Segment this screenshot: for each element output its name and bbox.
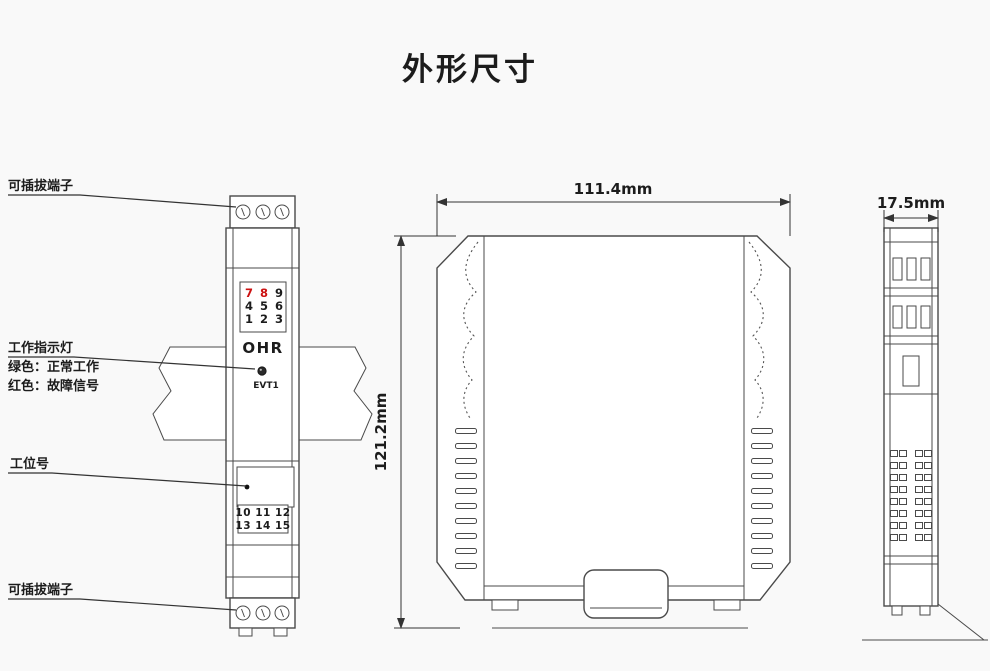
callout-leader-line [8, 598, 237, 611]
terminal-number: 1 [245, 312, 253, 326]
screw-terminal-icon [235, 204, 290, 220]
mount-foot [238, 627, 253, 637]
mount-foot [273, 627, 288, 637]
din-rail-wing-right [298, 346, 373, 441]
terminal-number: 2 [260, 312, 268, 326]
end-terminal-row-top [892, 257, 931, 281]
vent-grid-right [915, 450, 932, 544]
terminal-number: 6 [275, 299, 283, 313]
terminal-number: 3 [275, 312, 283, 326]
callout-bottom-terminal-label: 可插拔端子 [8, 582, 73, 598]
bottom-number-row: 13 14 15 [235, 520, 290, 532]
dim-depth-label: 17.5mm [877, 194, 945, 212]
indicator-label-line3: 红色：故障信号 [8, 378, 99, 394]
callout-leader-line [8, 356, 256, 370]
callout-leader-line [8, 194, 237, 208]
station-label: 工位号 [10, 456, 49, 472]
vent-slots-left [455, 428, 477, 573]
din-clip [583, 569, 669, 619]
led-indicator-icon [257, 366, 267, 376]
bottom-terminal-block [229, 597, 296, 637]
terminal-number: 4 [245, 299, 253, 313]
terminal-number: 8 [260, 286, 268, 300]
dim-height-label: 121.2mm [372, 393, 390, 472]
dimension-height: 121.2mm [372, 235, 460, 629]
leader-dot [244, 484, 250, 490]
dimension-width: 111.4mm [436, 180, 791, 236]
end-terminal-row-bottom [892, 305, 931, 329]
indicator-label-line2: 绿色：正常工作 [8, 359, 99, 375]
callout-top-terminal-label: 可插拔端子 [8, 178, 73, 194]
bottom-number-plate: 10 11 12 13 14 15 [235, 504, 290, 534]
vent-slots-right [751, 428, 773, 573]
front-view: 7 8 9 4 5 6 1 2 3 OHR EVT1 10 11 12 13 1… [152, 195, 373, 637]
terminal-number: 5 [260, 299, 268, 313]
brand-label: OHR [242, 339, 283, 357]
screw-terminal-icon [235, 605, 290, 621]
side-profile-outline [436, 235, 791, 601]
rail-diagonal [937, 603, 985, 641]
mount-foot [713, 599, 741, 611]
mount-foot [919, 605, 931, 616]
mount-foot [491, 599, 519, 611]
dim-width-label: 111.4mm [574, 180, 653, 198]
slider-clip [902, 355, 920, 387]
moulding-curve-left [462, 241, 479, 419]
side-view [436, 235, 791, 629]
mount-foot [891, 605, 903, 616]
end-view [862, 227, 988, 641]
end-profile-outline [883, 227, 939, 607]
page-title: 外形尺寸 [402, 52, 538, 88]
station-label-plate [236, 466, 295, 508]
moulding-curve-right [748, 241, 765, 419]
top-terminal-block [229, 195, 296, 229]
dimension-depth: 17.5mm [877, 194, 945, 232]
callout-leader-line [8, 472, 247, 487]
indicator-label-line1: 工作指示灯 [8, 340, 73, 356]
terminal-number: 9 [275, 286, 283, 300]
bottom-number-row: 10 11 12 [235, 507, 290, 519]
callouts: 可插拔端子 工作指示灯 绿色：正常工作 红色：故障信号 工位号 可插拔端子 [8, 178, 256, 611]
vent-grid-left [890, 450, 907, 544]
terminal-number: 7 [245, 286, 253, 300]
led-label: EVT1 [253, 381, 279, 391]
din-rail-wing-left [152, 346, 227, 441]
terminal-number-plate: 7 8 9 4 5 6 1 2 3 [239, 281, 287, 333]
